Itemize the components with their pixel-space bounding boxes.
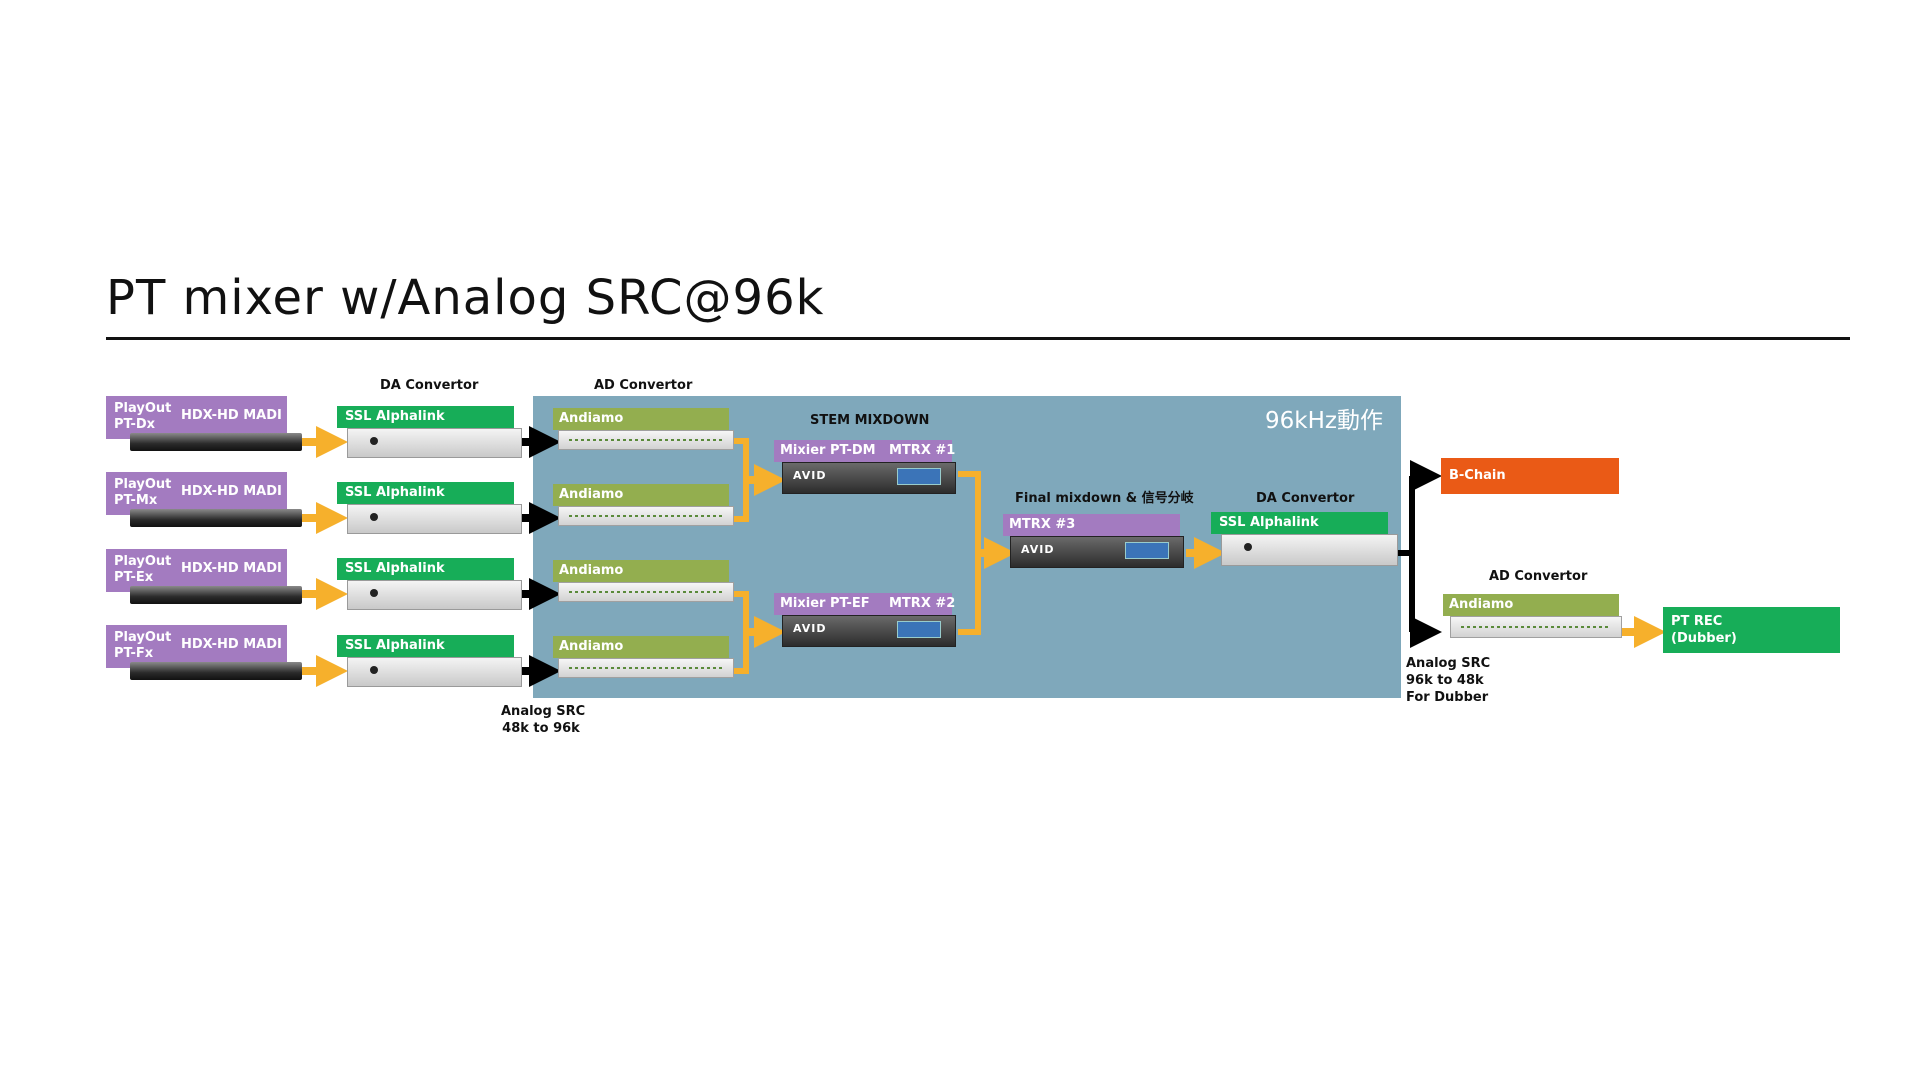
source-line2: PT-Dx xyxy=(114,417,156,432)
knob-icon xyxy=(370,437,378,445)
hdx-madi-device-1 xyxy=(130,433,302,451)
source-line1: PlayOut xyxy=(114,401,172,416)
header-da-convertor-1: DA Convertor xyxy=(380,378,479,393)
note-src-out-line1: Analog SRC xyxy=(1406,656,1491,671)
andiamo-label-text: Andiamo xyxy=(559,411,624,426)
header-da-convertor-2: DA Convertor xyxy=(1256,491,1355,506)
note-src-out: Analog SRC 96k to 48k For Dubber xyxy=(1406,655,1490,706)
mtrx-device-3: AVID xyxy=(1010,536,1184,568)
ssl-alphalink-device-1 xyxy=(347,428,522,458)
source-box-2: PlayOut PT-Mx HDX-HD MADI xyxy=(106,472,287,515)
source-line1: PlayOut xyxy=(114,477,172,492)
mixer-mtrx: MTRX #1 xyxy=(889,443,956,458)
source-device-label: HDX-HD MADI xyxy=(181,637,282,652)
andiamo-label-5: Andiamo xyxy=(1443,594,1619,616)
mixer-label-1: Mixier PT-DM MTRX #1 xyxy=(774,440,956,462)
avid-logo: AVID xyxy=(793,469,827,482)
andiamo-device-2 xyxy=(558,506,734,526)
mtrx3-label: MTRX #3 xyxy=(1003,514,1180,536)
hdx-madi-device-3 xyxy=(130,586,302,604)
ssl-label-3: SSL Alphalink xyxy=(337,558,514,580)
header-ad-convertor-2: AD Convertor xyxy=(1489,569,1588,584)
ssl-label-4: SSL Alphalink xyxy=(337,635,514,657)
title-rule xyxy=(106,337,1850,340)
bchain-label: B-Chain xyxy=(1449,468,1506,483)
note-src-in-line2: 48k to 96k xyxy=(502,721,580,736)
ssl-label-1: SSL Alphalink xyxy=(337,406,514,428)
bracket-and12 xyxy=(732,438,749,522)
ptrec-line1: PT REC xyxy=(1671,614,1723,629)
ssl-label-text: SSL Alphalink xyxy=(345,485,445,500)
mixer-mtrx: MTRX #2 xyxy=(889,596,956,611)
hdx-madi-device-4 xyxy=(130,662,302,680)
bracket-and34 xyxy=(732,591,749,674)
mixer-name: Mixier PT-DM xyxy=(780,443,876,458)
page-title: PT mixer w/Analog SRC@96k xyxy=(106,270,825,326)
ssl-label-text: SSL Alphalink xyxy=(345,561,445,576)
ssl-label-2: SSL Alphalink xyxy=(337,482,514,504)
andiamo-label-3: Andiamo xyxy=(553,560,729,582)
ssl-label-text: SSL Alphalink xyxy=(1219,515,1319,530)
mixer-name: Mixier PT-EF xyxy=(780,596,870,611)
ptrec-box: PT REC (Dubber) xyxy=(1663,607,1840,653)
bracket-mixers xyxy=(958,471,981,635)
header-ad-convertor-1: AD Convertor xyxy=(594,378,693,393)
mtrx-device-2: AVID xyxy=(782,615,956,647)
source-device-label: HDX-HD MADI xyxy=(181,484,282,499)
ssl-alphalink-device-2 xyxy=(347,504,522,534)
ptrec-line2: (Dubber) xyxy=(1671,631,1737,646)
knob-icon xyxy=(370,589,378,597)
andiamo-label-text: Andiamo xyxy=(559,639,624,654)
note-src-out-line3: For Dubber xyxy=(1406,690,1489,705)
mixer-label-2: Mixier PT-EF MTRX #2 xyxy=(774,593,956,615)
region-96khz-label: 96kHz動作 xyxy=(1265,408,1383,434)
knob-icon xyxy=(370,513,378,521)
ssl-alphalink-device-4 xyxy=(347,657,522,687)
andiamo-label-4: Andiamo xyxy=(553,636,729,658)
avid-logo: AVID xyxy=(1021,543,1055,556)
mtrx3-label-text: MTRX #3 xyxy=(1009,517,1076,532)
note-src-in-line1: Analog SRC xyxy=(501,704,586,719)
source-line2: PT-Ex xyxy=(114,570,154,585)
hdx-madi-device-2 xyxy=(130,509,302,527)
note-src-out-line2: 96k to 48k xyxy=(1406,673,1484,688)
andiamo-device-5 xyxy=(1450,616,1622,638)
header-final-mixdown: Final mixdown & 信号分岐 xyxy=(1015,491,1194,506)
source-device-label: HDX-HD MADI xyxy=(181,408,282,423)
source-line1: PlayOut xyxy=(114,630,172,645)
andiamo-label-text: Andiamo xyxy=(1449,597,1514,612)
source-line2: PT-Fx xyxy=(114,646,154,661)
source-device-label: HDX-HD MADI xyxy=(181,561,282,576)
source-box-1: PlayOut PT-Dx HDX-HD MADI xyxy=(106,396,287,439)
bchain-box: B-Chain xyxy=(1441,458,1619,494)
source-line2: PT-Mx xyxy=(114,493,158,508)
andiamo-device-1 xyxy=(558,430,734,450)
ssl-label-5: SSL Alphalink xyxy=(1211,512,1388,534)
mtrx-device-1: AVID xyxy=(782,462,956,494)
knob-icon xyxy=(370,666,378,674)
ssl-alphalink-device-3 xyxy=(347,580,522,610)
knob-icon xyxy=(1244,543,1252,551)
andiamo-device-3 xyxy=(558,582,734,602)
source-box-4: PlayOut PT-Fx HDX-HD MADI xyxy=(106,625,287,668)
source-line1: PlayOut xyxy=(114,554,172,569)
andiamo-label-1: Andiamo xyxy=(553,408,729,430)
ssl-alphalink-device-5 xyxy=(1221,534,1398,566)
ssl-label-text: SSL Alphalink xyxy=(345,409,445,424)
andiamo-label-text: Andiamo xyxy=(559,563,624,578)
andiamo-device-4 xyxy=(558,658,734,678)
header-stem-mixdown: STEM MIXDOWN xyxy=(810,413,930,428)
andiamo-label-text: Andiamo xyxy=(559,487,624,502)
avid-logo: AVID xyxy=(793,622,827,635)
ssl-label-text: SSL Alphalink xyxy=(345,638,445,653)
source-box-3: PlayOut PT-Ex HDX-HD MADI xyxy=(106,549,287,592)
andiamo-label-2: Andiamo xyxy=(553,484,729,506)
note-src-in: Analog SRC 48k to 96k xyxy=(501,703,586,737)
